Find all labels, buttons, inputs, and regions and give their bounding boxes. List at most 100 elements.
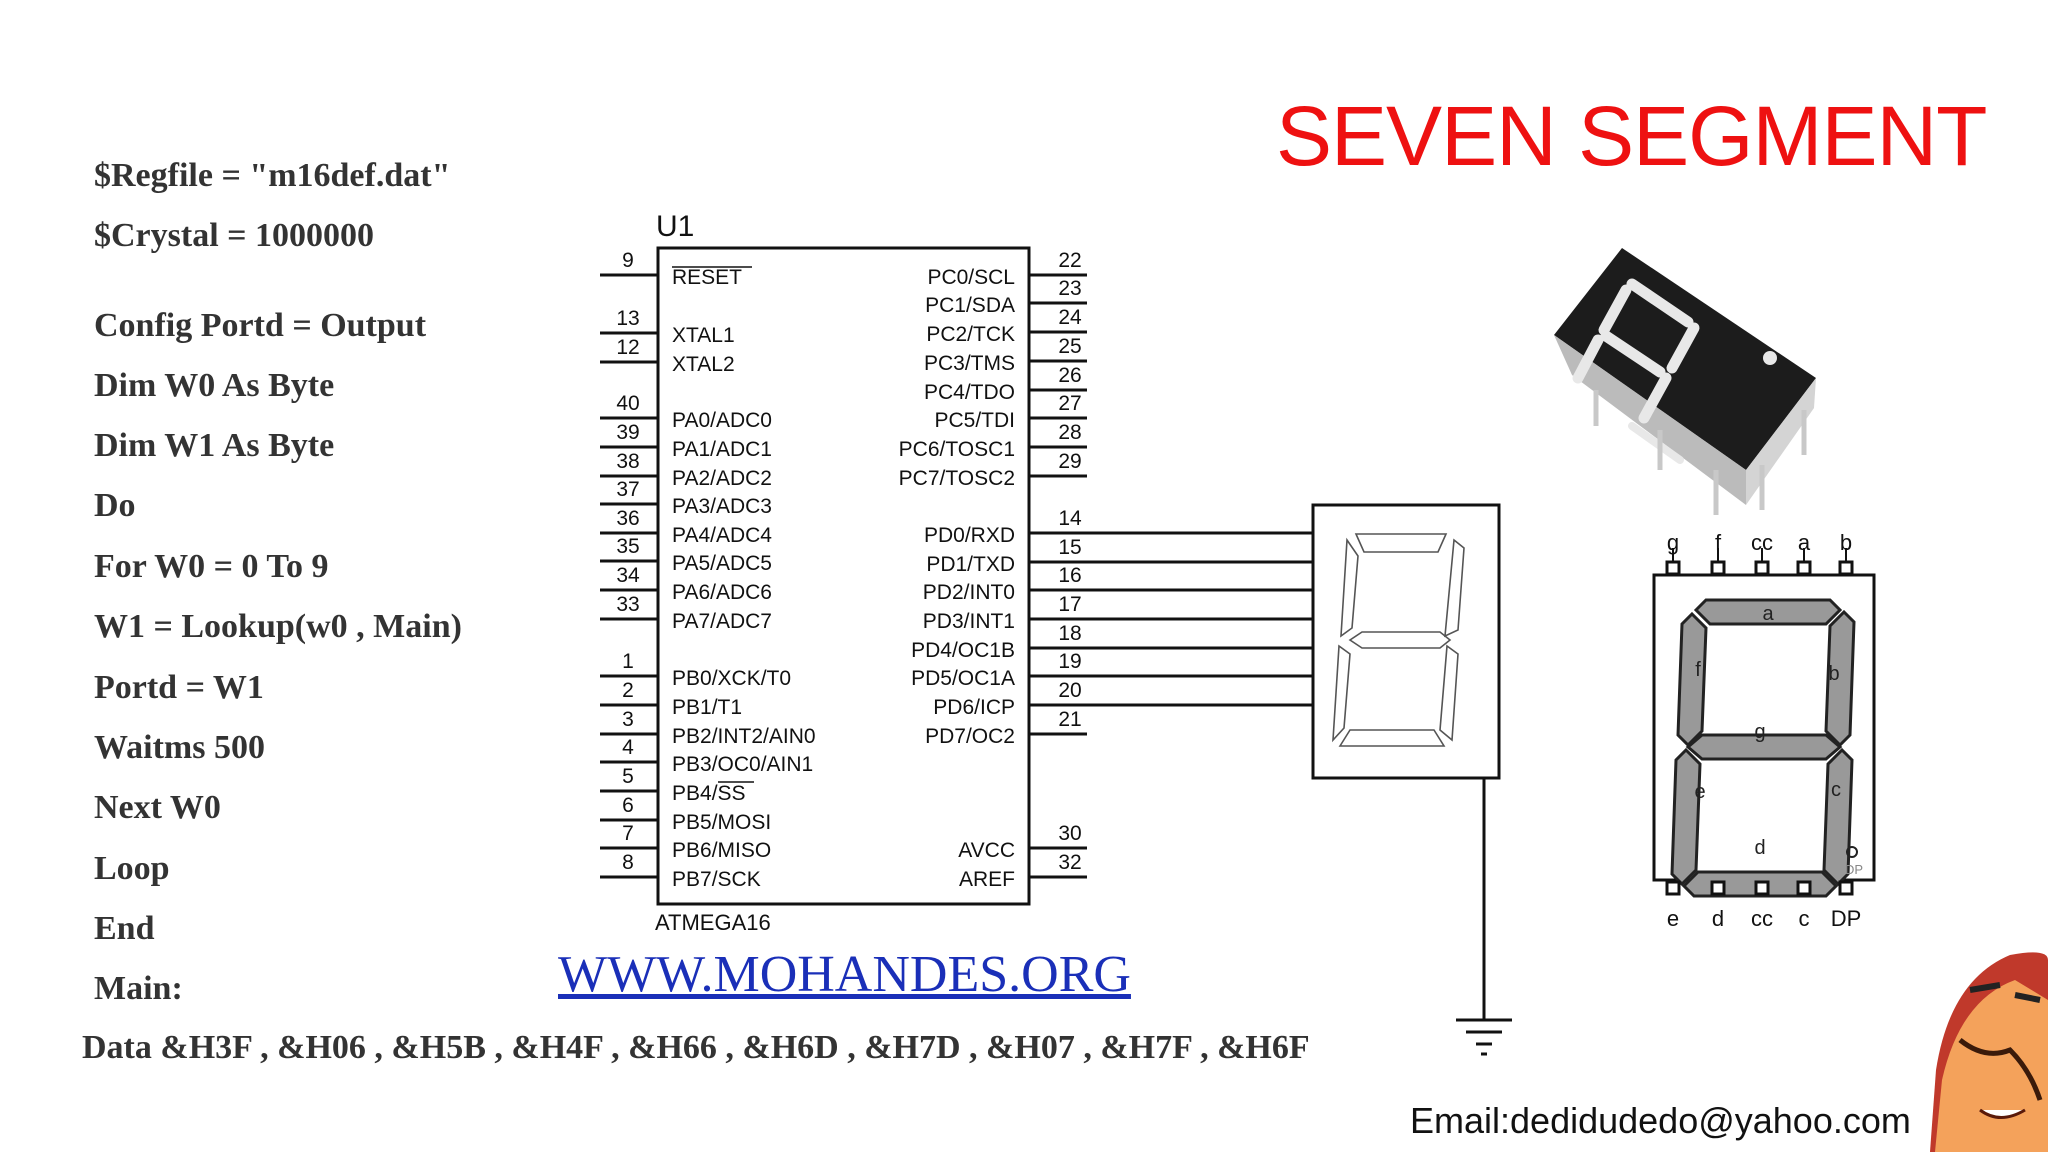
pin-pad (1754, 880, 1770, 896)
pin-label: PC3/TMS (924, 352, 1015, 375)
pin-label: PD7/OC2 (925, 725, 1015, 748)
pin-number: 29 (1058, 450, 1081, 473)
pin-number: 8 (622, 851, 634, 874)
seven-segment-photo-icon (1554, 248, 1816, 515)
pin-number: 6 (622, 794, 634, 817)
segment-label: c (1831, 779, 1841, 801)
dp-label: DP (1845, 862, 1863, 877)
pin-pad (1796, 560, 1812, 576)
pin-number: 27 (1058, 392, 1081, 415)
pin-number: 15 (1058, 536, 1081, 559)
pin-label: PA0/ADC0 (672, 409, 772, 432)
chip-part: ATMEGA16 (655, 910, 771, 935)
code-line: Dim W1 As Byte (94, 427, 335, 464)
pin-pad (1710, 880, 1726, 896)
pin-label: PC6/TOSC1 (899, 438, 1015, 461)
pin-label: PA5/ADC5 (672, 552, 772, 575)
code-line: Next W0 (94, 789, 221, 826)
segment-g (1685, 733, 1843, 761)
segment-label: e (1694, 781, 1705, 803)
pinout-bottom-label: cc (1751, 906, 1773, 931)
segment-dp (1846, 846, 1858, 858)
pin-number: 9 (622, 249, 634, 272)
pin-label: AVCC (958, 839, 1015, 862)
schematic-seven-segment (1311, 503, 1512, 1056)
pin-number: 12 (616, 336, 639, 359)
code-line: $Crystal = 1000000 (94, 217, 375, 254)
pin-label: PA6/ADC6 (672, 581, 772, 604)
pin-pad (1838, 560, 1854, 576)
pin-number: 16 (1058, 564, 1081, 587)
code-line: W1 = Lookup(w0 , Main) (94, 608, 462, 645)
pin-label: PB1/T1 (672, 696, 742, 719)
pin-label: PB2/INT2/AIN0 (672, 725, 816, 748)
pin-label: PB4/SS (672, 782, 746, 805)
pin-number: 18 (1058, 622, 1081, 645)
website-link[interactable]: WWW.MOHANDES.ORG (558, 946, 1131, 1003)
pin-number: 32 (1058, 851, 1081, 874)
pin-number: 28 (1058, 421, 1081, 444)
pin-label: PA1/ADC1 (672, 438, 772, 461)
pin-label: XTAL2 (672, 353, 735, 376)
pin-label: PC4/TDO (924, 381, 1015, 404)
pin-number: 37 (616, 478, 639, 501)
pin-label: PD4/OC1B (911, 639, 1015, 662)
code-line: End (94, 910, 155, 947)
pin-label: RESET (672, 266, 742, 289)
code-line: Do (94, 487, 136, 524)
pin-number: 38 (616, 450, 639, 473)
pin-pad (1838, 880, 1854, 896)
pin-label: XTAL1 (672, 324, 735, 347)
chip-ref: U1 (656, 210, 694, 243)
email-address: Email:dedidudedo@yahoo.com (1410, 1100, 1911, 1141)
code-line: Loop (94, 850, 170, 887)
pin-label: PB5/MOSI (672, 811, 771, 834)
segment-label: a (1762, 603, 1774, 625)
pin-number: 1 (622, 650, 634, 673)
pin-pad (1710, 560, 1726, 576)
segment-e (1670, 747, 1702, 887)
chip-body (656, 246, 1031, 906)
pin-number: 2 (622, 679, 634, 702)
segment-f (1676, 611, 1708, 748)
pin-pad (1796, 880, 1812, 896)
pin-label: PC1/SDA (925, 294, 1015, 317)
pin-number: 24 (1058, 306, 1082, 329)
pin-number: 21 (1058, 708, 1081, 731)
pin-label: PB3/OC0/AIN1 (672, 753, 813, 776)
pin-number: 26 (1058, 364, 1081, 387)
avatar (1930, 952, 2048, 1152)
segment-a (1693, 598, 1843, 626)
pin-number: 20 (1058, 679, 1081, 702)
pin-number: 5 (622, 765, 634, 788)
pin-number: 4 (622, 736, 634, 759)
code-line: Portd = W1 (94, 669, 264, 706)
code-line: $Regfile = "m16def.dat" (94, 157, 451, 194)
segment-label: f (1695, 659, 1701, 681)
pin-label: PD2/INT0 (923, 581, 1015, 604)
pin-pad (1665, 880, 1681, 896)
segment-c (1822, 747, 1854, 887)
pin-number: 35 (616, 535, 639, 558)
pin-number: 23 (1058, 277, 1081, 300)
segment-label: b (1828, 663, 1839, 685)
pin-pad (1665, 560, 1681, 576)
code-line: Config Portd = Output (94, 307, 427, 344)
pin-label: PC0/SCL (927, 266, 1015, 289)
code-line: Dim W0 As Byte (94, 367, 335, 404)
pin-number: 34 (616, 564, 640, 587)
pin-label: PD0/RXD (924, 524, 1015, 547)
code-line: Waitms 500 (94, 729, 265, 766)
pin-number: 3 (622, 708, 634, 731)
segment-b (1824, 609, 1856, 748)
pinout-top-label: b (1840, 530, 1852, 555)
pinout-bottom-label: c (1799, 906, 1810, 931)
pin-number: 40 (616, 392, 639, 415)
segment-label: g (1754, 721, 1765, 743)
pin-number: 13 (616, 307, 639, 330)
segment-label: d (1754, 837, 1765, 859)
pin-number: 17 (1058, 593, 1081, 616)
